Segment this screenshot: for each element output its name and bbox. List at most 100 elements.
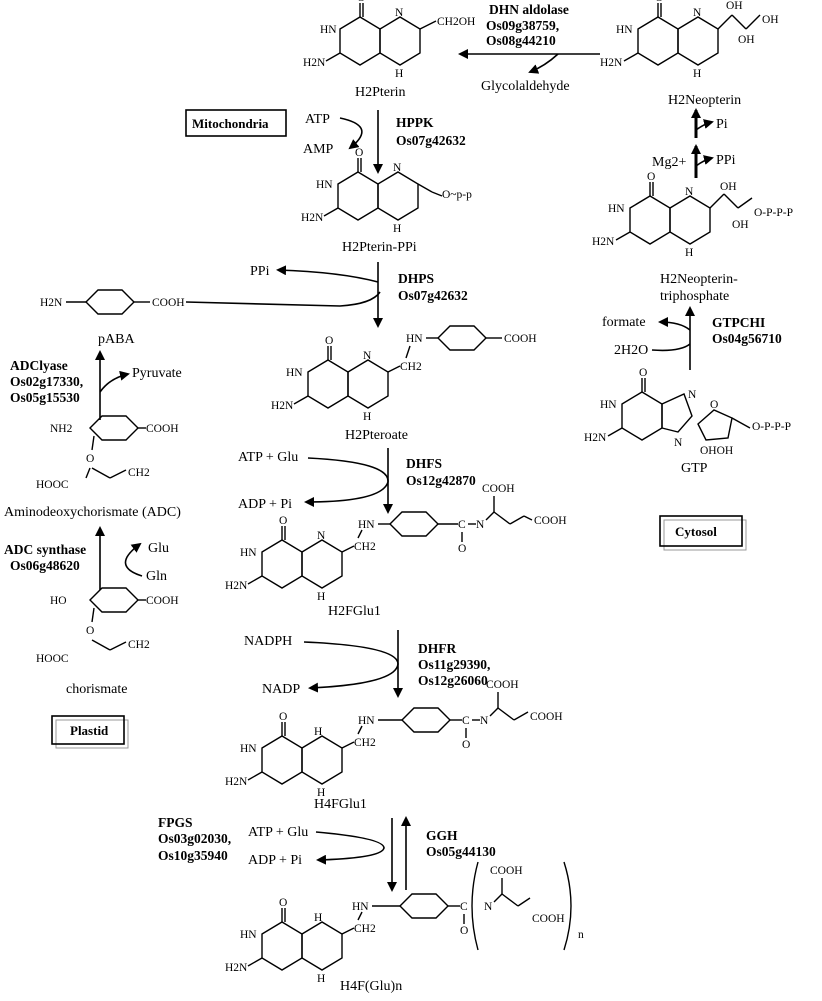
gene-adcl-2: Os05g15530 [10, 390, 80, 405]
atom-label: CH2 [128, 467, 150, 479]
gene-fpgs-1: Os03g02030, [158, 831, 231, 846]
atom-label: N [393, 162, 402, 174]
atom-label: H2N [225, 962, 248, 974]
compartment-cytosol: Cytosol [659, 515, 747, 551]
atom-label: HN [316, 179, 333, 191]
chorismate-structure: HO COOH O CH2 HOOC [36, 587, 179, 665]
atom-label: HO [50, 595, 67, 607]
atom-label: N [480, 715, 489, 727]
h2pterin-structure: O HN H2N N H CH2OH [303, 0, 475, 80]
h2pterin-ppi-structure: O HN H2N N H O~p-p [301, 147, 472, 235]
atom-label: HN [608, 203, 625, 215]
label-h2neopterin-tp-2: triphosphate [660, 289, 729, 304]
h2pteroate-structure: O HN H2N N H CH2 HN COOH [271, 325, 537, 423]
atom-label: HN [352, 901, 369, 913]
atom-h2n: H2N [303, 57, 326, 69]
atom-label: O-P-P-P [752, 421, 791, 433]
enzyme-dhn-aldolase: DHN aldolase [489, 2, 569, 17]
label-glu: Glu [148, 541, 169, 556]
label-nadp: NADP [262, 682, 300, 697]
atom-label: O [655, 0, 663, 4]
gtp-structure: O HN H2N N N O O-P-P-P OHOH [584, 367, 791, 457]
label-h4fglu1: H4FGlu1 [314, 797, 367, 812]
atom-label: O [710, 399, 718, 411]
atom-label: H2N [584, 432, 607, 444]
atom-label: OH [726, 0, 743, 12]
enzyme-adc-synthase: ADC synthase [4, 542, 86, 557]
atom-label: H2N [225, 776, 248, 788]
h2fglu1-structure: O HN H2N N H CH2 HN C O N COOH COOH [225, 483, 567, 603]
atom-label: n [578, 929, 584, 941]
label-h2neopterin: H2Neopterin [668, 93, 741, 108]
enzyme-ggh: GGH [426, 828, 458, 843]
atom-label: COOH [152, 297, 185, 309]
h2neopterin-structure: O HN H2N N H OH OH OH [600, 0, 779, 80]
atom-label: O [279, 897, 287, 909]
atom-label: Mitochondria [192, 116, 269, 131]
atom-label: N [674, 437, 683, 449]
adc-structure: NH2 COOH O CH2 HOOC [36, 415, 179, 491]
label-h2fglu1: H2FGlu1 [328, 604, 381, 619]
label-atp-glu-dhfs: ATP + Glu [238, 450, 298, 465]
paba-to-dhps-arrow [185, 291, 381, 307]
atom-label: COOH [486, 679, 519, 691]
atom-label: H2N [592, 236, 615, 248]
atom-label: Plastid [70, 723, 109, 738]
atom-label: O [325, 335, 333, 347]
atom-label: O [458, 543, 466, 555]
atom-label: H2N [600, 57, 623, 69]
atom-label: OH [738, 34, 755, 46]
label-h4fglun: H4F(Glu)n [340, 979, 402, 994]
atom-label: COOH [530, 711, 563, 723]
atom-label: OH [720, 181, 737, 193]
atom-label: CH2 [354, 541, 376, 553]
label-atp-glu-fpgs: ATP + Glu [248, 825, 308, 840]
atom-label: N [688, 389, 697, 401]
label-adp-pi-fpgs: ADP + Pi [248, 853, 302, 868]
atom-label: H2N [225, 580, 248, 592]
label-h2neopterin-tp-1: H2Neopterin- [660, 272, 738, 287]
atom-label: H [693, 68, 701, 80]
atom-label: H2N [301, 212, 324, 224]
atom-label: O [647, 171, 655, 183]
gene-adcl-1: Os02g17330, [10, 374, 83, 389]
atom-label: C [462, 715, 470, 727]
label-amp: AMP [303, 142, 334, 157]
atom-label: HN [406, 333, 423, 345]
label-paba: pABA [98, 332, 135, 347]
atom-label: CH2 [354, 923, 376, 935]
atom-label: HN [240, 929, 257, 941]
enzyme-fpgs: FPGS [158, 815, 193, 830]
enzyme-dhfs: DHFS [406, 456, 442, 471]
atom-label: H [363, 411, 371, 423]
atom-label: O [279, 515, 287, 527]
atom-label: HOOC [36, 653, 69, 665]
label-pi: Pi [716, 117, 728, 132]
atom-label: H2N [271, 400, 294, 412]
atom-label: OHOH [700, 445, 733, 457]
paba-structure: H2N COOH [40, 289, 185, 315]
enzyme-dhfr: DHFR [418, 641, 456, 656]
gene-dhfr-1: Os11g29390, [418, 657, 490, 672]
atom-label: CH2 [128, 639, 150, 651]
atom-ch2oh: CH2OH [437, 16, 475, 28]
atom-label: HN [286, 367, 303, 379]
atom-label: O [279, 711, 287, 723]
gene-dhn-2: Os08g44210 [486, 33, 556, 48]
atom-label: O [86, 453, 94, 465]
label-pyruvate: Pyruvate [132, 366, 182, 381]
atom-label: Cytosol [675, 524, 717, 539]
atom-label: H [314, 726, 322, 738]
atom-label: O [639, 367, 647, 379]
atom-label: H [314, 912, 322, 924]
atom-label: N [476, 519, 485, 531]
enzyme-hppk: HPPK [396, 115, 434, 130]
label-gln: Gln [146, 569, 167, 584]
label-glycolaldehyde: Glycolaldehyde [481, 79, 570, 94]
atom-label: N [484, 901, 493, 913]
h2neopterin-triphosphate-structure: O HN H2N N H OH OH O-P-P-P [592, 171, 793, 259]
atom-label: N [693, 7, 702, 19]
atom-label: O [462, 739, 470, 751]
atom-label: OH [732, 219, 749, 231]
